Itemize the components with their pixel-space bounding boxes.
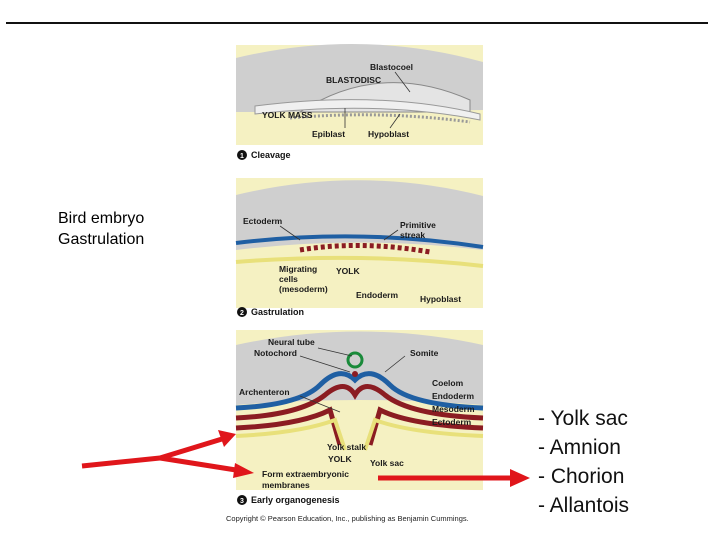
- label-neural-tube: Neural tube: [268, 337, 315, 347]
- membrane-item-amnion: - Amnion: [538, 436, 621, 459]
- notochord: [352, 371, 358, 377]
- step-3-badge: [237, 495, 247, 505]
- leader-blastocoel: [394, 71, 411, 93]
- panel-organogenesis: Neural tube Notochord Somite Archenteron…: [226, 330, 484, 523]
- migrating-cells: [299, 242, 431, 255]
- membrane-list: - Yolk sac - Amnion - Chorion - Allantoi…: [538, 404, 629, 520]
- label-endoderm-3: Endoderm: [432, 391, 474, 401]
- mesoderm-lower-fold: [235, 406, 484, 446]
- label-migrating-2: cells: [279, 274, 298, 284]
- label-yolk-mass: YOLK MASS: [262, 110, 313, 120]
- label-primitive-streak-1: Primitive: [400, 220, 436, 230]
- label-migrating-1: Migrating: [279, 264, 317, 274]
- label-yolk-2: YOLK: [336, 266, 360, 276]
- label-notochord: Notochord: [254, 348, 297, 358]
- mesoderm-fold: [235, 384, 484, 421]
- ectoderm-layer: [235, 234, 484, 249]
- step-2-badge: [237, 307, 247, 317]
- label-coelom: Coelom: [432, 378, 464, 388]
- arrow-stem: [81, 455, 161, 469]
- leader-primitive-streak: [383, 229, 399, 241]
- leader-archenteron: [299, 395, 341, 413]
- label-ectoderm: Ectoderm: [243, 216, 283, 226]
- label-blastocoel: Blastocoel: [370, 62, 413, 72]
- endoderm-layer: [235, 255, 484, 268]
- label-archenteron: Archenteron: [239, 387, 290, 397]
- endoderm-fold: [235, 417, 484, 451]
- arrow-lower-head: [233, 463, 254, 478]
- leader-neural-tube: [317, 347, 353, 357]
- leader-ectoderm: [279, 225, 301, 241]
- arrow-upper-head: [218, 430, 236, 447]
- label-extraembryonic-2: membranes: [262, 480, 310, 490]
- neural-tube: [346, 351, 364, 369]
- step-1-badge: [237, 150, 247, 160]
- leader-hypoblast: [389, 113, 401, 129]
- leader-somite: [384, 355, 406, 373]
- panel3-shell: [236, 331, 483, 405]
- caption-cleavage: Cleavage: [251, 150, 291, 160]
- membrane-item-allantois: - Allantois: [538, 494, 630, 517]
- label-yolk-stalk: Yolk stalk: [327, 442, 366, 452]
- ectoderm-fold: [235, 371, 484, 411]
- side-label: Bird embryo Gastrulation: [58, 208, 144, 250]
- membrane-item-yolk-sac: - Yolk sac: [538, 407, 628, 430]
- label-primitive-streak-2: streak: [400, 230, 425, 240]
- caption-organogenesis: Early organogenesis: [251, 495, 340, 505]
- label-yolk-3: YOLK: [328, 454, 352, 464]
- top-rule: [6, 22, 708, 24]
- label-hypoblast-2: Hypoblast: [420, 294, 461, 304]
- label-ectoderm-3: Ectoderm: [432, 417, 472, 427]
- side-label-line-2: Gastrulation: [58, 231, 145, 248]
- step-1-number: 1: [240, 153, 244, 160]
- label-endoderm-2: Endoderm: [356, 290, 398, 300]
- arrow-right-head: [510, 469, 530, 487]
- label-epiblast: Epiblast: [312, 129, 345, 139]
- annotation-arrows: [81, 430, 530, 487]
- label-extraembryonic-1: Form extraembryonic: [262, 469, 349, 479]
- arrow-upper-shaft: [159, 436, 223, 461]
- label-blastodisc: BLASTODISC: [326, 75, 381, 85]
- label-migrating-3: (mesoderm): [279, 284, 328, 294]
- step-2-number: 2: [240, 310, 244, 317]
- hypoblast-layer: [289, 113, 471, 124]
- step-3-number: 3: [240, 498, 244, 505]
- label-mesoderm: Mesoderm: [432, 404, 475, 414]
- panel-cleavage: Blastocoel BLASTODISC YOLK MASS Epiblast…: [236, 43, 483, 160]
- copyright-text: Copyright © Pearson Education, Inc., pub…: [226, 514, 469, 523]
- arrow-lower-shaft: [159, 455, 237, 473]
- blastodisc-epiblast: [254, 99, 481, 121]
- panel-gastrulation: Ectoderm Primitive streak Migrating cell…: [235, 178, 484, 317]
- leader-notochord: [299, 355, 351, 373]
- caption-gastrulation: Gastrulation: [251, 307, 304, 317]
- membrane-item-chorion: - Chorion: [538, 465, 625, 488]
- side-label-line-1: Bird embryo: [58, 210, 145, 227]
- label-somite: Somite: [410, 348, 439, 358]
- label-hypoblast: Hypoblast: [368, 129, 409, 139]
- panel2-shell: [236, 180, 483, 250]
- label-yolk-sac: Yolk sac: [370, 458, 404, 468]
